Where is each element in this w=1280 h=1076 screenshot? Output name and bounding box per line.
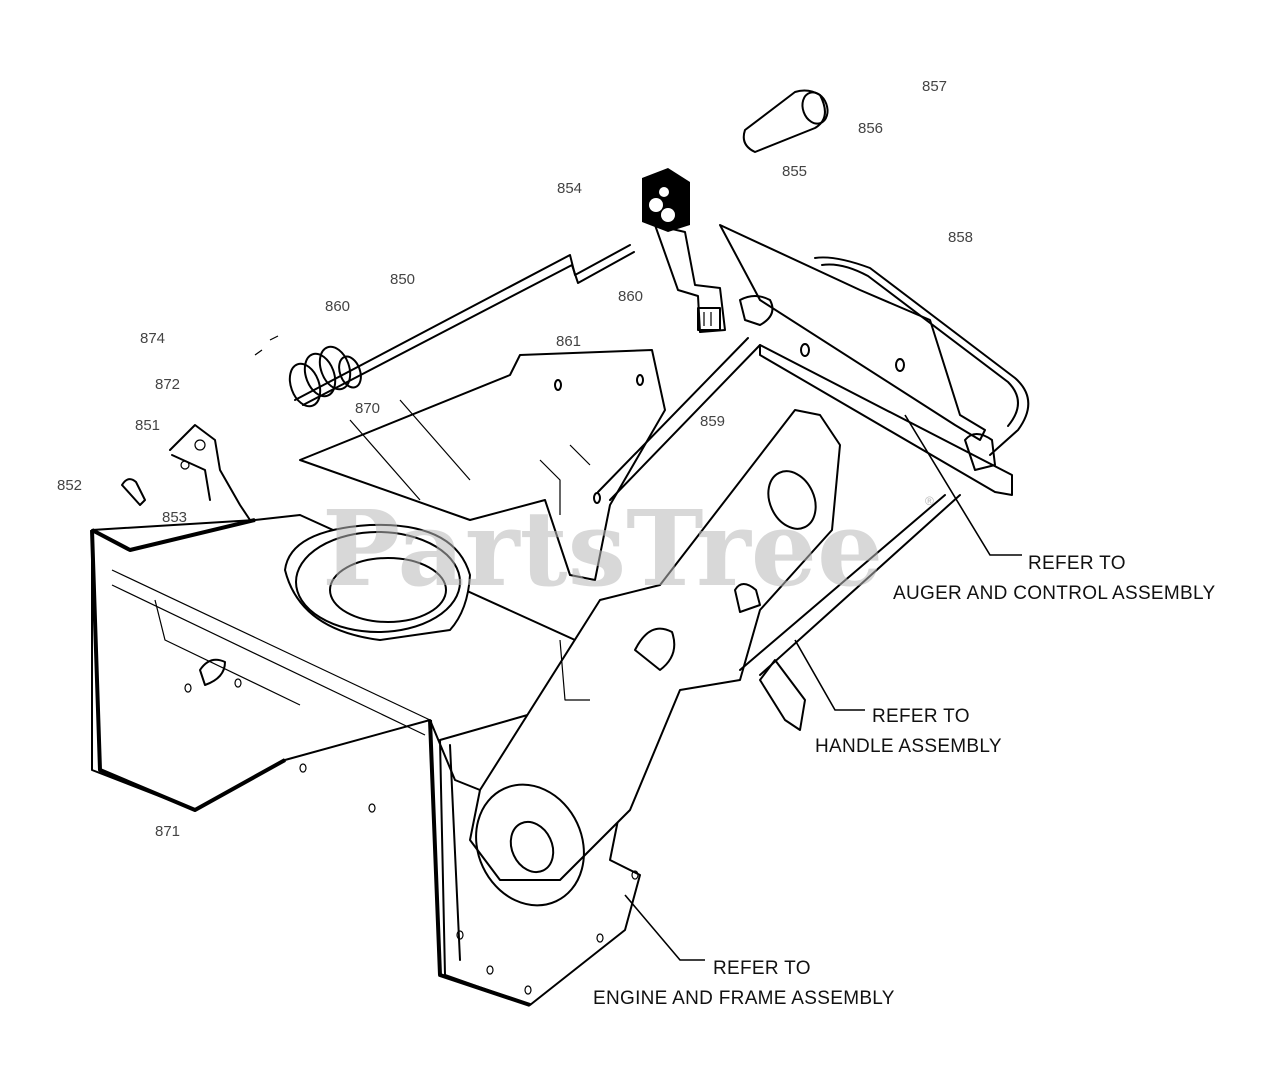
reference-notes: REFER TO AUGER AND CONTROL ASSEMBLY REFE… — [593, 553, 1215, 1009]
part-label-856: 856 — [858, 120, 883, 137]
part-label-857: 857 — [922, 78, 947, 95]
watermark: PartsTree ® — [322, 487, 934, 610]
spring-coil — [254, 335, 362, 408]
housing-collar — [284, 523, 471, 641]
part-label-860-right: 860 — [618, 288, 643, 305]
link-bracket — [121, 424, 251, 521]
part-label-870: 870 — [355, 400, 380, 417]
part-label-852: 852 — [57, 477, 82, 494]
part-number-labels: 857 856 855 854 858 850 860 860 874 861 … — [57, 78, 973, 840]
part-label-854: 854 — [557, 180, 582, 197]
part-label-850: 850 — [390, 271, 415, 288]
part-label-871: 871 — [155, 823, 180, 840]
gear-housing — [90, 514, 641, 1007]
part-label-874: 874 — [140, 330, 165, 347]
part-label-861: 861 — [556, 333, 581, 350]
ref-engine-line1: REFER TO — [713, 958, 811, 979]
ref-auger-line2: AUGER AND CONTROL ASSEMBLY — [893, 583, 1215, 604]
upper-panel — [719, 224, 1030, 496]
part-label-851: 851 — [135, 417, 160, 434]
svg-text:®: ® — [925, 494, 934, 508]
mounting-plate — [299, 349, 666, 581]
shift-bracket-plate — [642, 168, 726, 333]
svg-text:PartsTree: PartsTree — [322, 487, 883, 610]
shift-knob — [742, 89, 829, 153]
ref-auger-line1: REFER TO — [1028, 553, 1126, 574]
part-label-872: 872 — [155, 376, 180, 393]
ref-engine-line2: ENGINE AND FRAME ASSEMBLY — [593, 988, 895, 1009]
ref-handle-line1: REFER TO — [872, 706, 970, 727]
ref-handle-line2: HANDLE ASSEMBLY — [815, 736, 1002, 757]
reference-leaders — [624, 414, 1022, 961]
part-label-860-left: 860 — [325, 298, 350, 315]
part-label-853: 853 — [162, 509, 187, 526]
part-label-855: 855 — [782, 163, 807, 180]
shift-rod — [294, 244, 635, 406]
part-label-858: 858 — [948, 229, 973, 246]
part-label-859: 859 — [700, 413, 725, 430]
shift-link-rod — [597, 337, 761, 501]
side-frame-arm — [469, 409, 961, 907]
